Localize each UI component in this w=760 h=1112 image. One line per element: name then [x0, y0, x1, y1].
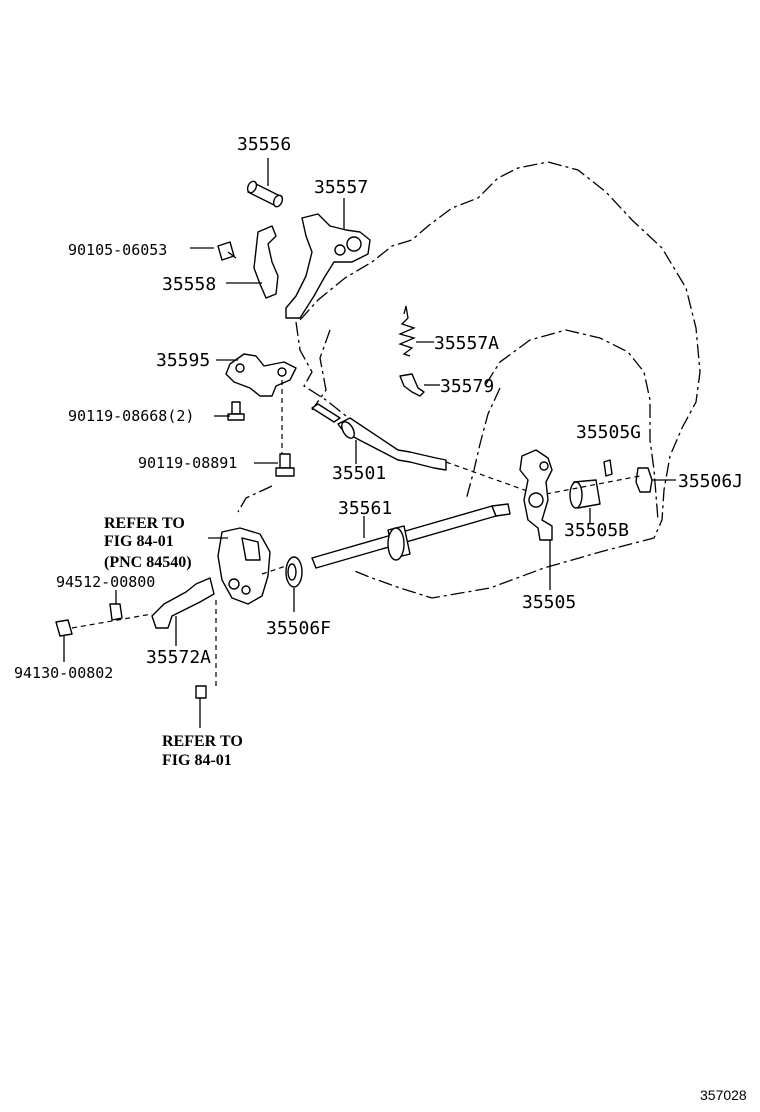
pin-35556	[246, 180, 284, 208]
spring-35557A	[398, 305, 416, 357]
washer-94512-00800	[109, 603, 123, 621]
case-left-edge	[237, 321, 347, 513]
refer-note-2-line2: FIG 84-01	[162, 752, 232, 769]
label-94512-00800: 94512-00800	[56, 573, 155, 591]
refer-note-1-line3: (PNC 84540)	[104, 554, 192, 571]
label-35561: 35561	[338, 498, 392, 519]
transmission-case-outline	[299, 161, 701, 599]
label-90119-08891: 90119-08891	[138, 454, 237, 472]
seal-35506F	[285, 556, 303, 588]
lever-35505	[519, 449, 553, 541]
label-35505G: 35505G	[576, 422, 641, 443]
label-35501: 35501	[332, 463, 386, 484]
rod-35501	[311, 403, 447, 471]
label-35505B: 35505B	[564, 520, 629, 541]
diagram-code: 357028	[700, 1087, 747, 1103]
pin-35579	[399, 373, 425, 397]
label-35505: 35505	[522, 592, 576, 613]
bolt-90119-08891	[275, 453, 295, 477]
case-inner-outline	[311, 329, 659, 521]
label-35506J: 35506J	[678, 471, 743, 492]
clip-35506J	[635, 467, 653, 493]
plate-35572A	[151, 577, 215, 629]
label-35579: 35579	[440, 376, 494, 397]
refer-note-1-line2: FIG 84-01	[104, 533, 174, 550]
nut-94130-00802	[55, 619, 73, 637]
label-35506F: 35506F	[266, 618, 331, 639]
label-35556: 35556	[237, 134, 291, 155]
refer-note-1-line1: REFER TO	[104, 515, 185, 532]
bolt-90105-06053	[217, 241, 237, 261]
label-35557: 35557	[314, 177, 368, 198]
pin-35505G	[603, 459, 613, 477]
label-94130-00802: 94130-00802	[14, 664, 113, 682]
case-bellhousing	[465, 387, 501, 501]
bolt-lower	[195, 685, 207, 699]
shaft-35561	[311, 503, 511, 569]
refer-note-2-line1: REFER TO	[162, 733, 243, 750]
bracket-35595	[225, 353, 297, 397]
label-35595: 35595	[156, 350, 210, 371]
label-35572A: 35572A	[146, 647, 211, 668]
label-90105-06053: 90105-06053	[68, 241, 167, 259]
spring-35558	[253, 225, 279, 299]
lever-35557	[285, 213, 371, 319]
bolt-90119-08668	[227, 401, 245, 421]
neutral-start-switch	[217, 527, 271, 605]
label-90119-08668: 90119-08668(2)	[68, 407, 194, 425]
label-35557A: 35557A	[434, 333, 499, 354]
bushing-35505B	[569, 479, 601, 509]
label-35558: 35558	[162, 274, 216, 295]
